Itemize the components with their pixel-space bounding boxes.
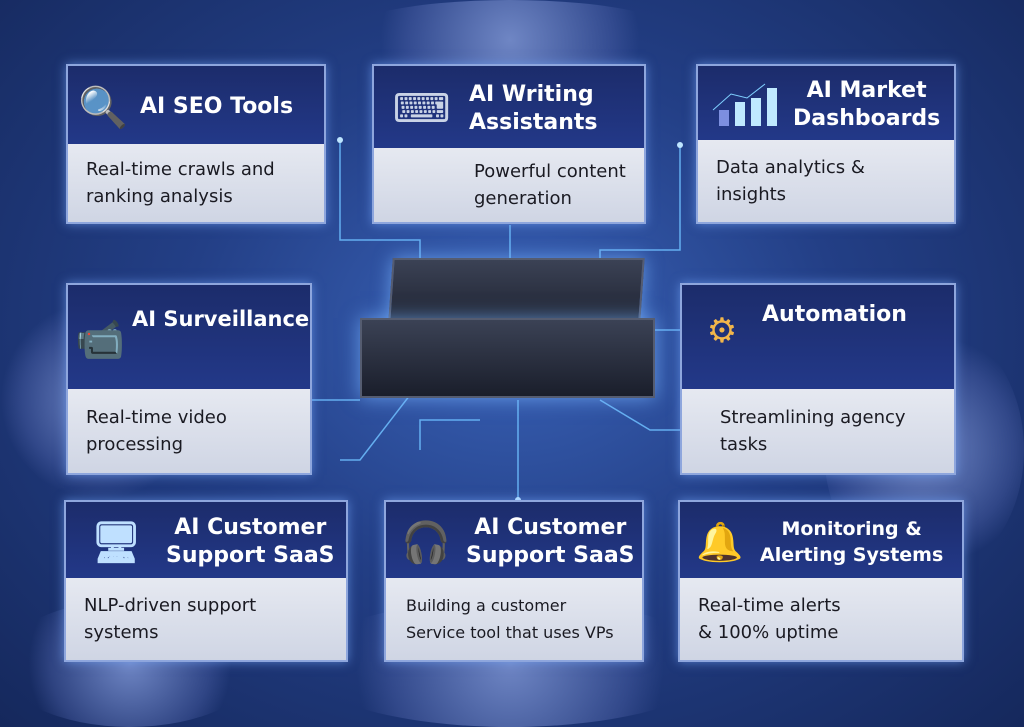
card-text: Real-time crawls and: [86, 159, 275, 180]
card-ai-seo-tools: 🔍 AI SEO Tools Real-time crawls and rank…: [66, 64, 326, 224]
card-ai-market-dashboards: AI Market Dashboards Data analytics & in…: [696, 64, 956, 224]
card-title: Support SaaS: [166, 543, 335, 568]
security-camera-icon: 📹: [75, 316, 125, 363]
card-ai-customer-support-saas-2: 🎧 AI Customer Support SaaS Building a cu…: [384, 500, 644, 662]
card-text: ranking analysis: [86, 186, 233, 207]
card-text: & 100% uptime: [698, 622, 839, 643]
robot-typing-icon: ⌨: [392, 86, 451, 132]
bell-icon: 🔔: [696, 519, 744, 564]
card-title: Dashboards: [793, 106, 941, 131]
card-text: systems: [84, 622, 159, 643]
card-title: AI SEO Tools: [140, 94, 294, 119]
card-automation: ⚙ Automation Streamlining agency tasks: [680, 283, 956, 475]
card-text: Building a customer: [406, 596, 567, 615]
card-title: AI Market: [806, 78, 927, 103]
gear-icon: ⚙: [706, 311, 738, 351]
robot-monitor-icon: 🖥: [90, 519, 142, 566]
card-title: AI Writing: [469, 82, 594, 107]
server-unit-bottom: [360, 318, 655, 398]
card-text: generation: [474, 188, 572, 209]
card-text: NLP-driven support: [84, 595, 257, 616]
card-title: AI Surveillance: [132, 307, 310, 331]
card-title: Alerting Systems: [760, 544, 944, 566]
robot-headset-icon: 🎧: [401, 519, 451, 566]
card-text: Service tool that uses VPs: [406, 623, 614, 642]
card-text: Data analytics & insights: [716, 157, 865, 205]
card-title: Assistants: [469, 110, 598, 135]
card-text: Streamlining agency: [720, 407, 906, 428]
card-title: AI Customer: [174, 515, 327, 540]
card-text: tasks: [720, 434, 768, 455]
card-ai-writing-assistants: ⌨ AI Writing Assistants Powerful content…: [372, 64, 646, 224]
card-title: AI Customer: [474, 515, 627, 540]
card-title: Support SaaS: [466, 543, 635, 568]
card-title: Monitoring &: [781, 518, 922, 540]
bar-chart-icon: [698, 80, 793, 130]
card-monitoring-alerting: 🔔 Monitoring & Alerting Systems Real-tim…: [678, 500, 964, 662]
card-ai-surveillance: 📹 AI Surveillance Real-time video proces…: [66, 283, 312, 475]
card-title: Automation: [762, 302, 907, 327]
card-text: Powerful content: [474, 161, 626, 182]
card-text: processing: [86, 434, 184, 455]
card-text: Real-time video: [86, 407, 227, 428]
card-text: Real-time alerts: [698, 595, 841, 616]
magnifier-icon: 🔍: [78, 84, 128, 131]
card-ai-customer-support-saas-1: 🖥 AI Customer Support SaaS NLP-driven su…: [64, 500, 348, 662]
